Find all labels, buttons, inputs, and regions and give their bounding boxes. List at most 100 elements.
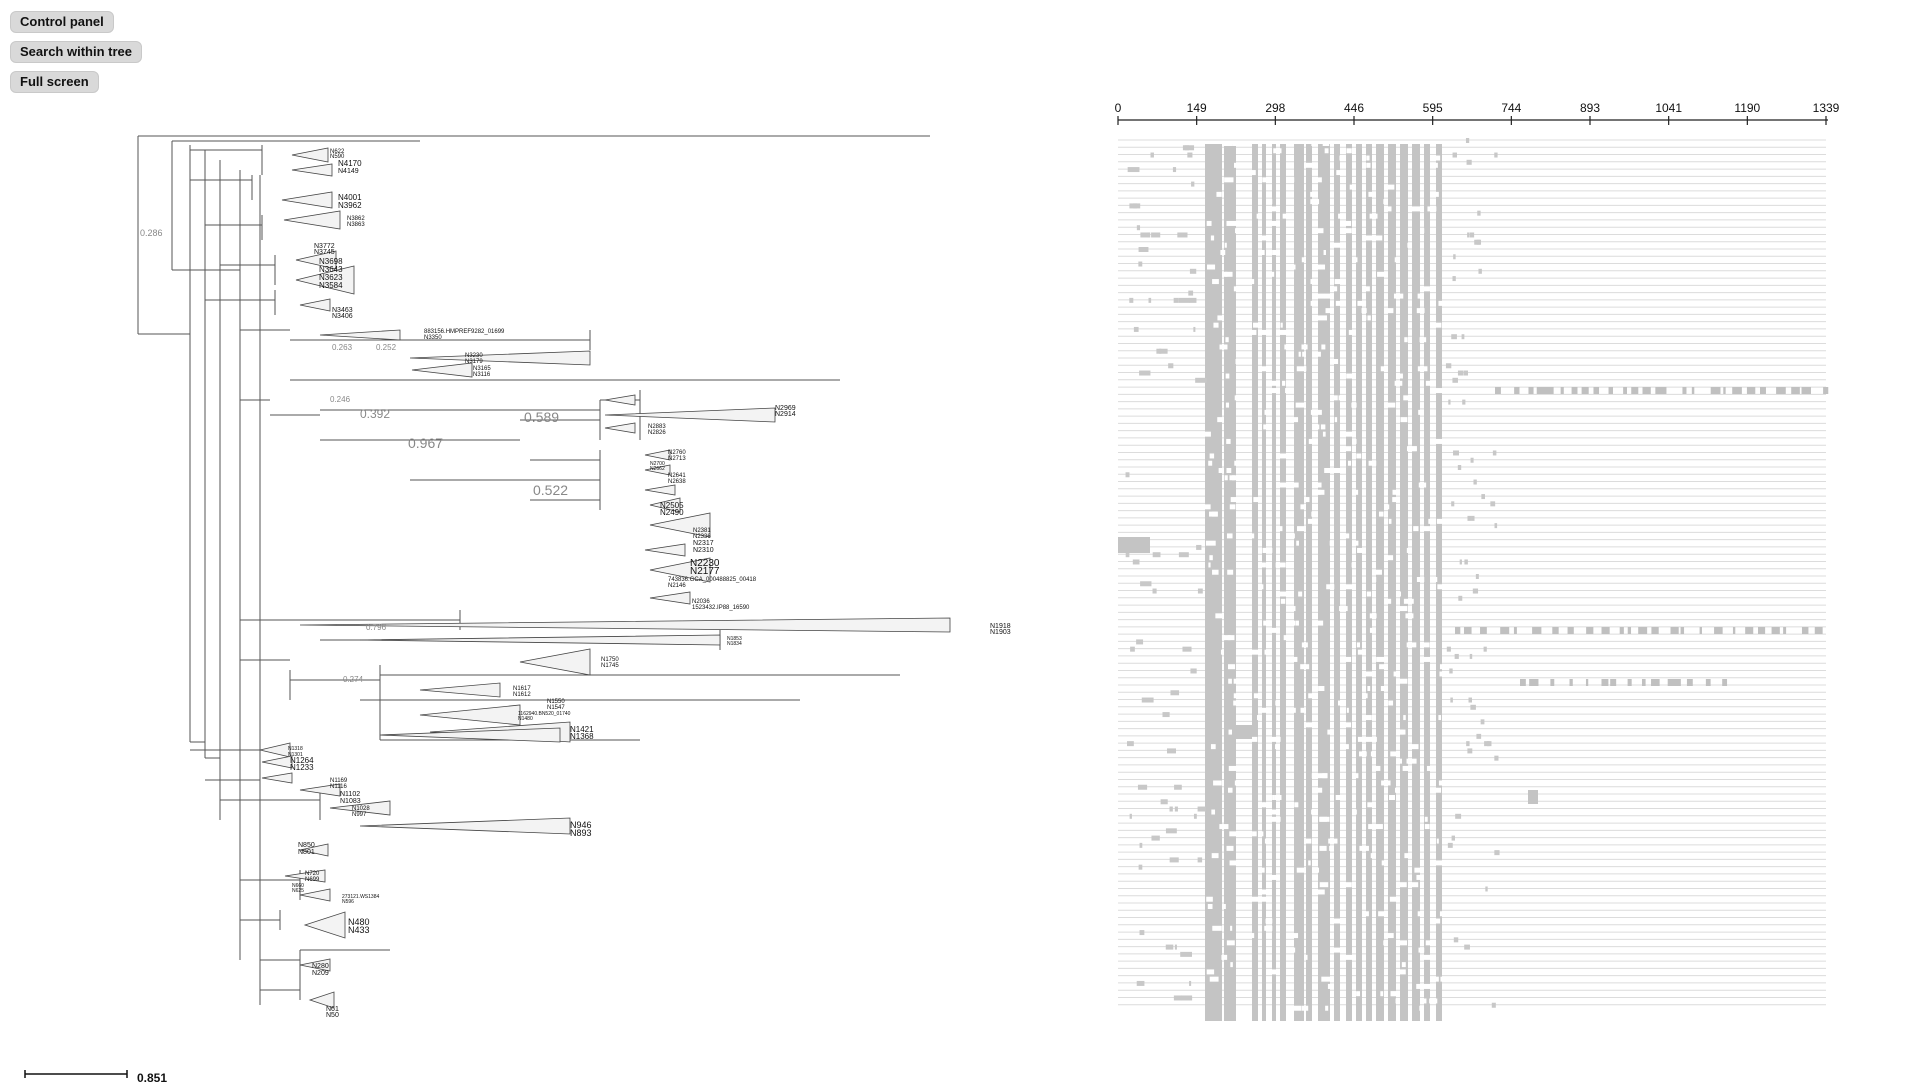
- leaf-label[interactable]: 1523432.IP88_16590: [692, 605, 750, 611]
- leaf-label[interactable]: 743836.GCA_000488825_00418: [668, 577, 757, 583]
- collapsed-clade[interactable]: [261, 772, 293, 784]
- leaf-label[interactable]: N1918: [990, 623, 1011, 630]
- leaf-label[interactable]: N2662: [650, 466, 665, 472]
- leaf-label[interactable]: N2713: [668, 456, 686, 462]
- search-within-tree-button[interactable]: Search within tree: [10, 41, 142, 63]
- collapsed-clade[interactable]: [644, 543, 686, 557]
- collapsed-clade[interactable]: [283, 210, 341, 230]
- leaf-label[interactable]: N480: [348, 917, 370, 927]
- collapsed-clade[interactable]: [644, 449, 671, 461]
- leaf-label[interactable]: N3584: [319, 281, 343, 290]
- collapsed-clade[interactable]: [359, 634, 721, 646]
- leaf-label[interactable]: N433: [348, 925, 370, 935]
- collapsed-clade[interactable]: [259, 742, 291, 758]
- leaf-label[interactable]: N1301: [288, 752, 303, 758]
- leaf-label[interactable]: 1162940.BN520_01740: [518, 711, 571, 717]
- leaf-label[interactable]: N1421: [570, 725, 594, 734]
- leaf-label[interactable]: N625: [292, 888, 304, 894]
- collapsed-clade[interactable]: [379, 727, 561, 743]
- collapsed-clade[interactable]: [649, 557, 711, 583]
- leaf-label[interactable]: N699: [305, 877, 320, 883]
- leaf-label[interactable]: N2760: [668, 450, 686, 456]
- collapsed-clade[interactable]: [411, 362, 473, 378]
- leaf-label[interactable]: N1834: [727, 641, 742, 647]
- collapsed-clade[interactable]: [299, 298, 331, 312]
- collapsed-clade[interactable]: [299, 888, 331, 902]
- leaf-label[interactable]: N720: [305, 871, 320, 877]
- leaf-label[interactable]: N1617: [513, 686, 531, 692]
- leaf-label[interactable]: N1745: [601, 663, 619, 669]
- leaf-label[interactable]: N1750: [601, 657, 619, 663]
- leaf-label[interactable]: N1903: [990, 629, 1011, 636]
- leaf-label[interactable]: N2230: [690, 558, 720, 569]
- leaf-label[interactable]: N3862: [347, 216, 365, 222]
- leaf-label[interactable]: N3350: [424, 335, 442, 341]
- leaf-label[interactable]: N3230: [465, 353, 483, 359]
- leaf-label[interactable]: 273121.WS1384: [342, 894, 379, 900]
- leaf-label[interactable]: N596: [342, 899, 354, 905]
- collapsed-clade[interactable]: [299, 958, 331, 972]
- leaf-label[interactable]: N1083: [340, 798, 361, 805]
- leaf-label[interactable]: N850: [298, 842, 315, 849]
- leaf-label[interactable]: N1368: [570, 732, 594, 741]
- collapsed-clade[interactable]: [604, 422, 636, 434]
- leaf-label[interactable]: N3772: [314, 243, 335, 250]
- leaf-label[interactable]: N3165: [473, 366, 491, 372]
- leaf-label[interactable]: N3463: [332, 307, 353, 314]
- leaf-label[interactable]: N1318: [288, 746, 303, 752]
- leaf-label[interactable]: N1853: [727, 636, 742, 642]
- leaf-label[interactable]: N2317: [693, 540, 714, 547]
- leaf-label[interactable]: N1169: [330, 778, 348, 784]
- collapsed-clade[interactable]: [308, 991, 335, 1009]
- collapsed-clade[interactable]: [519, 648, 591, 676]
- leaf-label[interactable]: N61: [326, 1006, 339, 1013]
- full-screen-button[interactable]: Full screen: [10, 71, 99, 93]
- collapsed-clade[interactable]: [295, 250, 337, 270]
- collapsed-clade[interactable]: [291, 147, 329, 163]
- leaf-label[interactable]: N660: [292, 883, 304, 889]
- collapsed-clade[interactable]: [281, 191, 333, 209]
- collapsed-clade[interactable]: [359, 817, 571, 835]
- leaf-label[interactable]: N1550: [547, 699, 565, 705]
- leaf-label[interactable]: N1116: [330, 784, 347, 790]
- leaf-label[interactable]: N3116: [473, 372, 491, 378]
- leaf-label[interactable]: N4170: [338, 159, 362, 168]
- leaf-label[interactable]: N1233: [290, 763, 314, 772]
- control-panel-button[interactable]: Control panel: [10, 11, 114, 33]
- leaf-label[interactable]: N3643: [319, 265, 343, 274]
- collapsed-clade[interactable]: [604, 394, 636, 406]
- collapsed-clade[interactable]: [409, 350, 591, 366]
- collapsed-clade[interactable]: [329, 800, 391, 816]
- leaf-label[interactable]: N2638: [668, 479, 686, 485]
- leaf-label[interactable]: N1028: [352, 806, 370, 812]
- leaf-label[interactable]: N2177: [690, 566, 720, 577]
- leaf-label[interactable]: N2914: [775, 411, 796, 418]
- leaf-label[interactable]: N2381: [693, 528, 711, 534]
- leaf-label[interactable]: N2969: [775, 405, 796, 412]
- leaf-label[interactable]: N4001: [338, 193, 362, 202]
- collapsed-clade[interactable]: [649, 512, 711, 538]
- leaf-label[interactable]: 883156.HMPREF9282_01699: [424, 329, 505, 335]
- leaf-label[interactable]: N3962: [338, 201, 362, 210]
- collapsed-clade[interactable]: [649, 591, 691, 605]
- leaf-label[interactable]: N2505: [660, 501, 684, 510]
- collapsed-clade[interactable]: [261, 755, 293, 769]
- leaf-label[interactable]: N1264: [290, 756, 314, 765]
- leaf-label[interactable]: N2883: [648, 424, 666, 430]
- collapsed-clade[interactable]: [299, 783, 341, 797]
- leaf-label[interactable]: N2036: [692, 599, 710, 605]
- leaf-label[interactable]: N2310: [693, 547, 714, 554]
- leaf-label[interactable]: N50: [326, 1012, 339, 1019]
- leaf-label[interactable]: N946: [570, 820, 592, 830]
- leaf-label[interactable]: N622: [330, 149, 345, 155]
- collapsed-clade[interactable]: [284, 869, 326, 883]
- leaf-label[interactable]: N3179: [465, 359, 483, 365]
- leaf-label[interactable]: N2146: [668, 583, 686, 589]
- collapsed-clade[interactable]: [419, 704, 521, 726]
- leaf-label[interactable]: N3406: [332, 313, 353, 320]
- collapsed-clade[interactable]: [299, 843, 329, 857]
- leaf-label[interactable]: N2336: [693, 534, 711, 540]
- collapsed-clade[interactable]: [644, 464, 671, 476]
- leaf-label[interactable]: N1612: [513, 692, 531, 698]
